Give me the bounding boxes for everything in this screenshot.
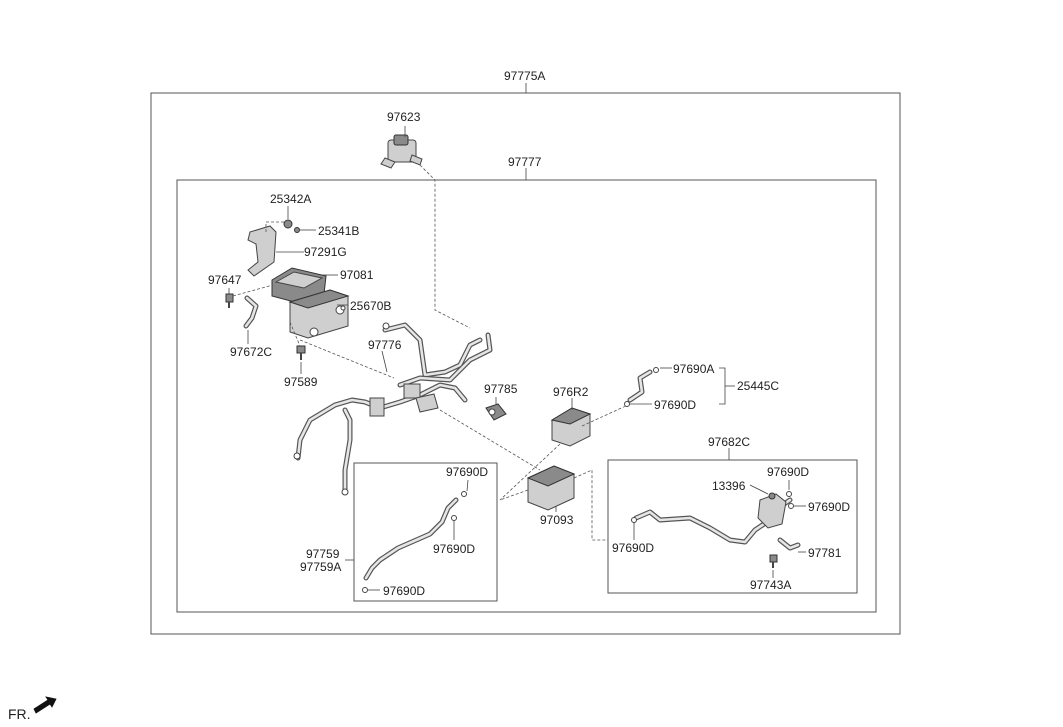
block-97093 <box>526 465 576 511</box>
front-arrow-icon <box>33 696 57 714</box>
label-97759: 97759 <box>306 547 340 561</box>
label-97690D-right1: 97690D <box>767 465 809 479</box>
label-97759A: 97759A <box>300 560 341 574</box>
label-25445C: 25445C <box>737 379 779 393</box>
label-25670B: 25670B <box>350 299 391 313</box>
label-97775A: 97775A <box>504 69 545 83</box>
label-97785: 97785 <box>484 382 518 396</box>
clamp-97785 <box>485 403 507 421</box>
hose-harness-97776 <box>293 322 493 496</box>
bolt-97647 <box>225 293 234 308</box>
label-25342A: 25342A <box>270 192 311 206</box>
label-97623: 97623 <box>387 110 421 124</box>
pipe-97759 <box>362 491 467 593</box>
label-97672C: 97672C <box>230 345 272 359</box>
label-97690D-top: 97690D <box>654 398 696 412</box>
label-97682C: 97682C <box>708 435 750 449</box>
label-97291G: 97291G <box>304 245 347 259</box>
pipe-25445C <box>624 367 659 407</box>
label-13396: 13396 <box>712 479 746 493</box>
label-97589: 97589 <box>284 375 318 389</box>
label-97690A: 97690A <box>673 362 714 376</box>
label-97690D-right3: 97690D <box>612 541 654 555</box>
bolt-97589 <box>296 345 306 360</box>
label-97777: 97777 <box>508 155 542 169</box>
module-25670B <box>288 289 350 339</box>
label-97647: 97647 <box>208 273 242 287</box>
subassembly-frame-97682C <box>607 459 858 594</box>
valve-97623 <box>380 134 423 169</box>
label-97743A: 97743A <box>750 578 791 592</box>
label-97690D-right2: 97690D <box>808 500 850 514</box>
label-97690D-left2: 97690D <box>433 542 475 556</box>
pipe-97672C <box>243 295 259 329</box>
front-direction-label: FR. <box>8 706 31 722</box>
bracket-97291G <box>247 219 300 277</box>
label-25341B: 25341B <box>318 224 359 238</box>
pipe-97682C <box>631 491 801 568</box>
outer-assembly-frame <box>150 92 901 635</box>
label-97081: 97081 <box>340 268 374 282</box>
block-976R2 <box>550 407 592 447</box>
subassembly-frame-97759 <box>353 462 498 602</box>
label-97093: 97093 <box>540 513 574 527</box>
label-97781: 97781 <box>808 546 842 560</box>
label-97690D-left1: 97690D <box>446 465 488 479</box>
label-97690D-left3: 97690D <box>383 584 425 598</box>
label-976R2: 976R2 <box>553 385 589 399</box>
label-97776: 97776 <box>368 338 402 352</box>
inner-assembly-frame <box>176 179 877 613</box>
